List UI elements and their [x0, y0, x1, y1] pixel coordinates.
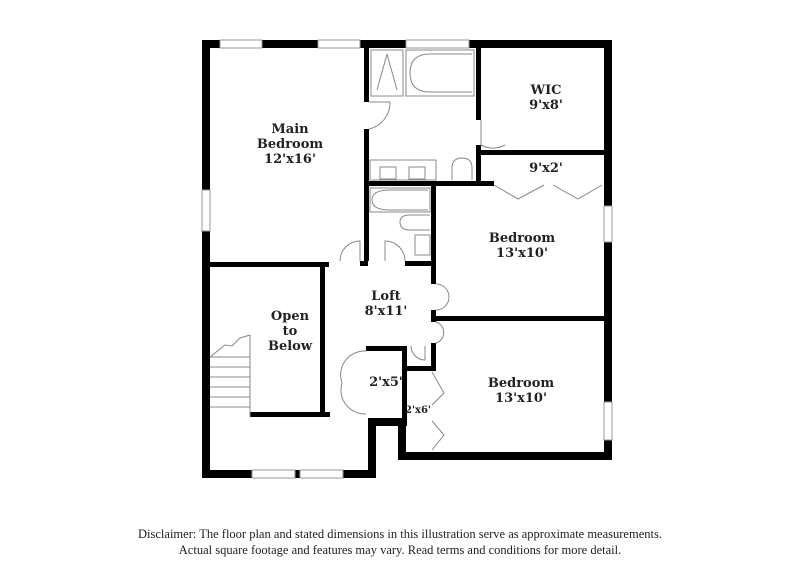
floor-plan-drawing	[201, 39, 613, 479]
room-label-loft: Loft 8'x11'	[364, 289, 408, 319]
room-label-main-bedroom: Main Bedroom 12'x16'	[256, 122, 324, 167]
walls	[202, 40, 612, 478]
room-label-bedroom-3: Bedroom 13'x10'	[487, 376, 555, 406]
room-label-bedroom-2: Bedroom 13'x10'	[488, 231, 556, 261]
disclaimer: Disclaimer: The floor plan and stated di…	[0, 526, 800, 558]
room-label-closet-2x6: 2'x6'	[404, 405, 432, 416]
disclaimer-line-2: Actual square footage and features may v…	[178, 543, 622, 557]
room-label-closet-9x2: 9'x2'	[529, 161, 563, 176]
room-label-open-to-below: Open to Below	[267, 309, 313, 354]
windows	[201, 39, 613, 479]
room-label-closet-2x5: 2'x5'	[369, 375, 403, 390]
fixtures	[209, 49, 475, 417]
room-label-wic: WIC 9'x8'	[529, 83, 563, 113]
disclaimer-line-1: Disclaimer: The floor plan and stated di…	[138, 527, 662, 541]
doors	[339, 101, 603, 451]
